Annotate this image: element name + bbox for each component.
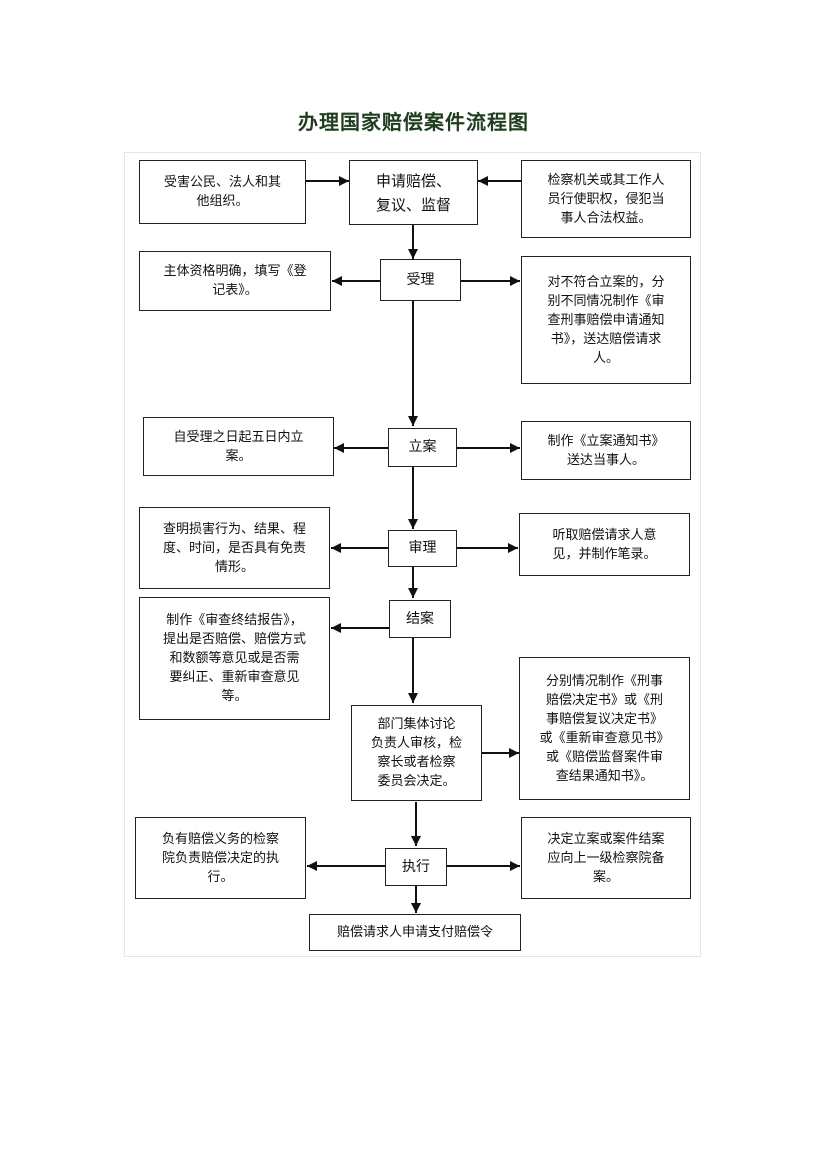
node-decision-docs: 分别情况制作《刑事 赔偿决定书》或《刑 事赔偿复议决定书》 或《重新审查意见书》… (519, 657, 690, 800)
node-procuratorate: 检察机关或其工作人 员行使职权，侵犯当 事人合法权益。 (521, 160, 691, 238)
node-eligible: 主体资格明确，填写《登 记表》。 (139, 251, 331, 311)
node-execute: 执行 (385, 848, 447, 886)
node-apply: 申请赔偿、 复议、监督 (349, 160, 478, 225)
node-close-case: 结案 (389, 600, 451, 638)
node-within-five-days: 自受理之日起五日内立 案。 (143, 417, 334, 476)
node-report-upper: 决定立案或案件结案 应向上一级检察院备 案。 (521, 817, 691, 899)
node-review-report: 制作《审查终结报告》， 提出是否赔偿、赔偿方式 和数额等意见或是否需 要纠正、重… (139, 597, 330, 720)
node-review: 审理 (388, 530, 457, 567)
diagram-frame (124, 152, 701, 957)
node-filing-notice: 制作《立案通知书》 送达当事人。 (521, 421, 691, 480)
node-not-qualified: 对不符合立案的，分 别不同情况制作《审 查刑事赔偿申请通知 书》，送达赔偿请求 … (521, 256, 691, 384)
node-accept: 受理 (380, 259, 461, 301)
node-payment-order: 赔偿请求人申请支付赔偿令 (309, 914, 521, 951)
node-decision: 部门集体讨论 负责人审核，检 察长或者检察 委员会决定。 (351, 705, 482, 801)
node-victims: 受害公民、法人和其 他组织。 (139, 160, 306, 224)
node-hear-opinion: 听取赔偿请求人意 见，并制作笔录。 (519, 513, 690, 576)
node-file-case: 立案 (388, 428, 457, 467)
node-obligated: 负有赔偿义务的检察 院负责赔偿决定的执 行。 (135, 817, 306, 899)
node-investigate: 查明损害行为、结果、程 度、时间，是否具有免责 情形。 (139, 507, 330, 589)
page-title: 办理国家赔偿案件流程图 (298, 110, 529, 134)
